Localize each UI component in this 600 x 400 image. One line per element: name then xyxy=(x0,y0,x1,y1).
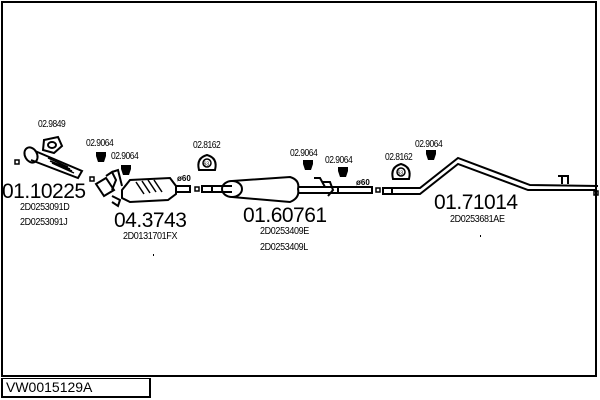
part-number: 01.10225 xyxy=(2,180,86,203)
clamp-icon: 63 xyxy=(197,153,217,171)
catalytic-converter-icon xyxy=(94,168,191,208)
oe-reference: 2D0253681AE xyxy=(450,214,505,225)
accessory-ref: 02.9064 xyxy=(325,155,353,166)
oe-reference: 2D0253409L xyxy=(260,242,308,253)
hanger-icon xyxy=(121,165,131,175)
accessory-ref: 02.9064 xyxy=(290,148,318,159)
hanger-icon xyxy=(96,152,106,162)
connector-icon xyxy=(194,186,200,192)
accessory-ref: 02.9064 xyxy=(415,139,443,150)
oe-reference: 2D0253091D xyxy=(20,202,70,213)
part-number: 01.71014 xyxy=(434,191,518,214)
accessory-ref: 02.9849 xyxy=(38,119,66,130)
hanger-icon xyxy=(426,150,436,160)
front-pipe-icon xyxy=(14,146,95,182)
diameter-label-2: ø60 xyxy=(356,178,370,187)
oe-reference: 2D0131701FX xyxy=(123,231,178,242)
marker-dot xyxy=(480,235,481,237)
oe-reference: 2D0253091J xyxy=(20,217,68,228)
accessory-ref: 02.9064 xyxy=(111,151,139,162)
accessory-ref: 02.9064 xyxy=(86,138,114,149)
diagram-code: VW0015129A xyxy=(1,378,151,398)
connector-icon xyxy=(375,187,381,193)
diameter-label-1: ø60 xyxy=(177,174,191,183)
part-number: 01.60761 xyxy=(243,204,327,227)
part-number: 04.3743 xyxy=(114,209,187,232)
oe-reference: 2D0253409E xyxy=(260,226,309,237)
svg-text:63: 63 xyxy=(398,171,404,177)
rear-pipe-icon xyxy=(382,156,599,196)
gasket-icon xyxy=(41,135,64,155)
marker-dot xyxy=(153,254,154,256)
hanger-icon xyxy=(303,160,313,170)
accessory-ref: 02.8162 xyxy=(385,152,413,163)
middle-muffler-icon xyxy=(201,175,373,204)
accessory-ref: 02.8162 xyxy=(193,140,221,151)
hanger-icon xyxy=(338,167,348,177)
svg-text:63: 63 xyxy=(204,162,210,168)
clamp-icon: 63 xyxy=(391,162,411,180)
